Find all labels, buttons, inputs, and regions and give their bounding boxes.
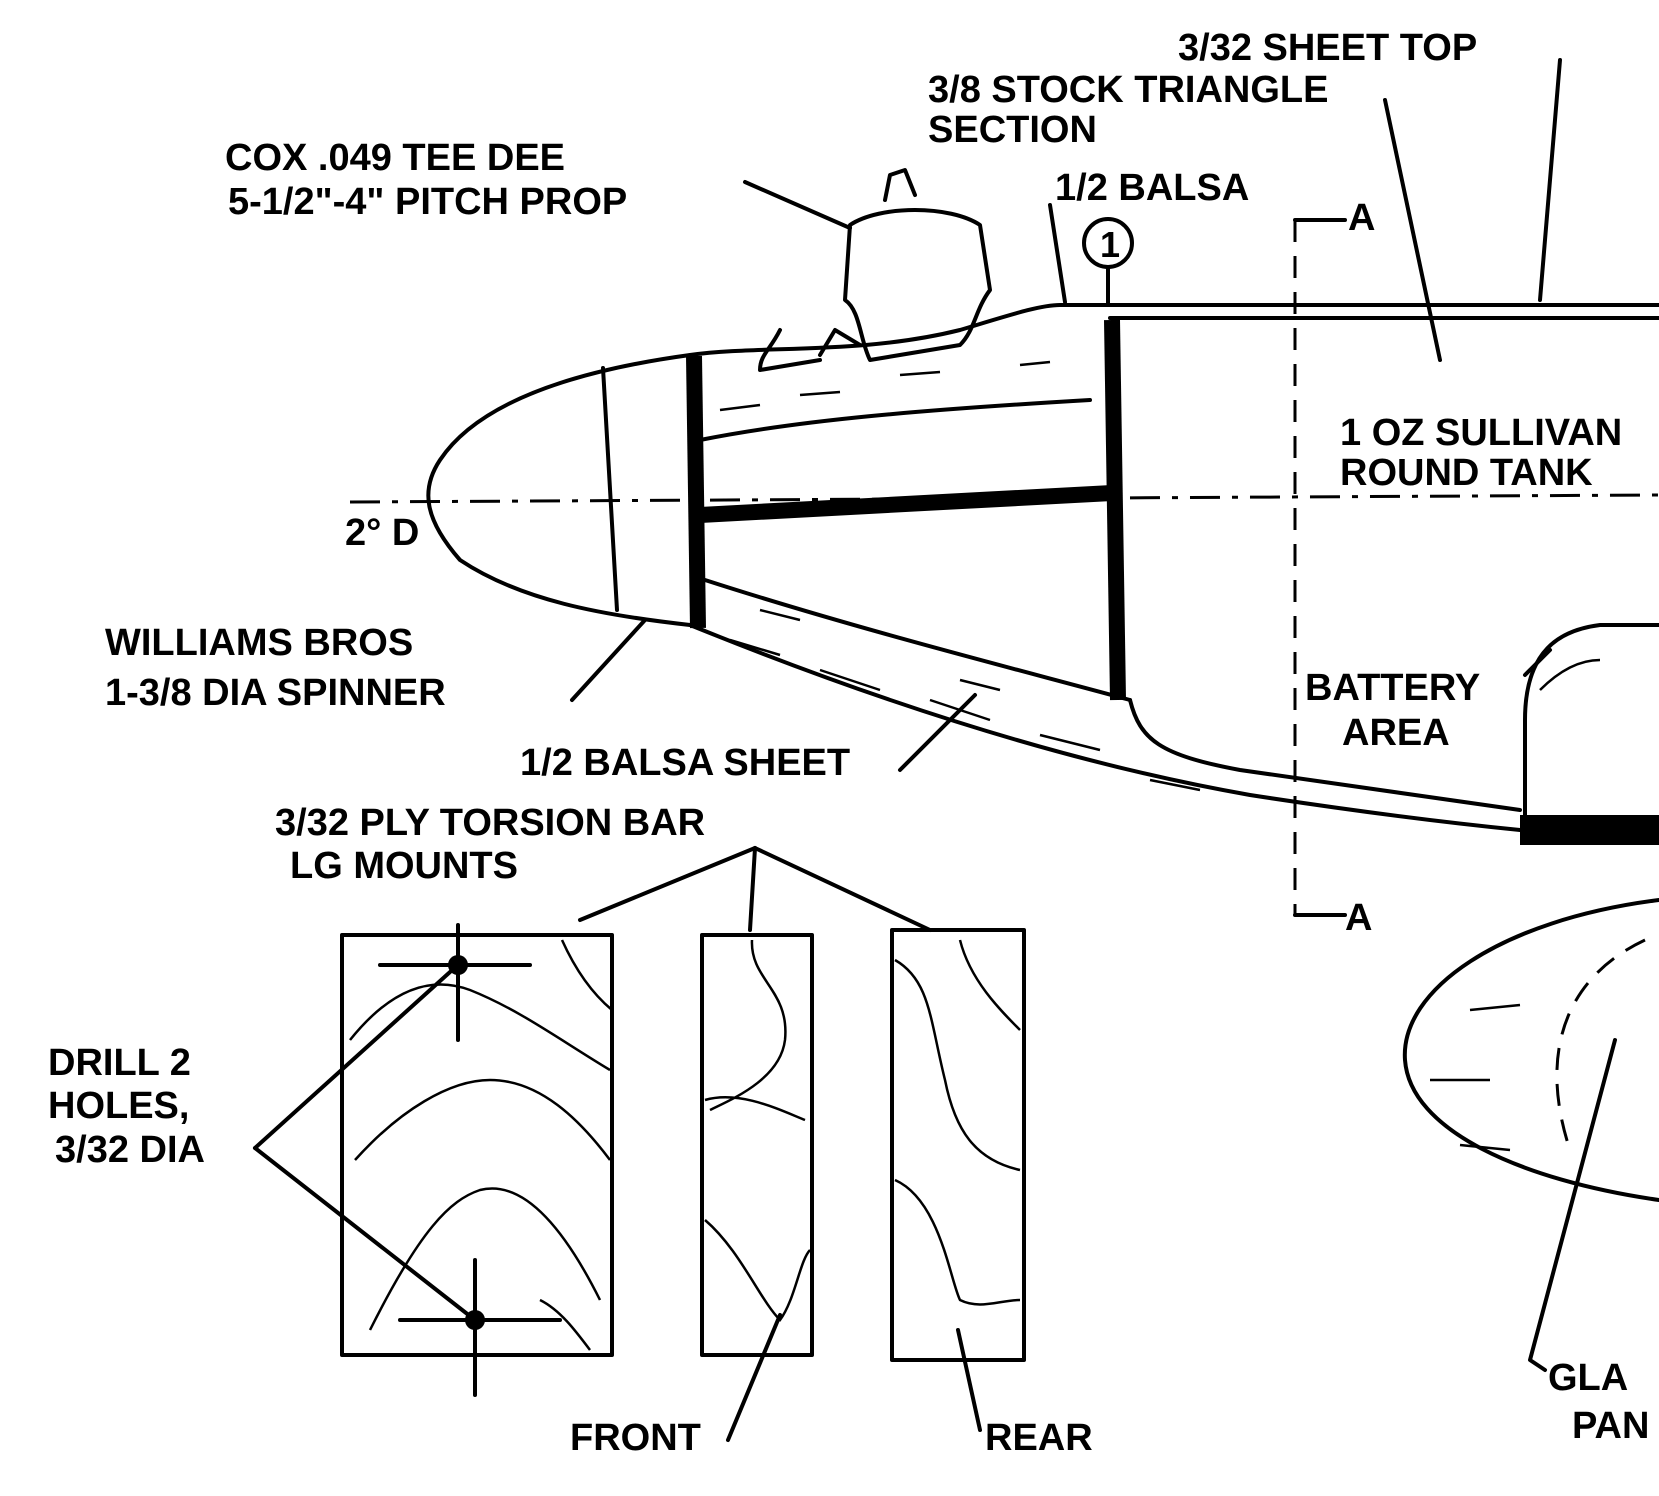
torsion-bar-rear bbox=[890, 928, 1026, 1362]
torsion-bar-main bbox=[340, 923, 614, 1397]
label-torsion-1: 3/32 PLY TORSION BAR bbox=[275, 802, 705, 844]
label-rear: REAR bbox=[985, 1417, 1093, 1459]
label-spinner-2: 1-3/8 DIA SPINNER bbox=[105, 672, 446, 714]
label-sheet-top: 3/32 SHEET TOP bbox=[1178, 27, 1477, 69]
label-glass-2: PAN bbox=[1572, 1405, 1649, 1447]
label-stock-triangle-2: SECTION bbox=[928, 109, 1097, 151]
torsion-bar-front bbox=[700, 933, 814, 1357]
label-half-balsa: 1/2 BALSA bbox=[1055, 167, 1249, 209]
label-drill-1: DRILL 2 bbox=[48, 1042, 191, 1084]
callout-labels: 3/32 SHEET TOP 3/8 STOCK TRIANGLE SECTIO… bbox=[48, 27, 1649, 1459]
label-battery-2: AREA bbox=[1342, 712, 1450, 754]
leader-lines bbox=[253, 58, 1617, 1442]
label-engine-2: 5-1/2"-4" PITCH PROP bbox=[228, 181, 627, 223]
label-engine-1: COX .049 TEE DEE bbox=[225, 137, 565, 179]
fuselage-outline bbox=[349, 218, 1659, 1202]
label-torsion-2: LG MOUNTS bbox=[290, 845, 518, 887]
label-glass-1: GLA bbox=[1548, 1357, 1628, 1399]
label-tank-1: 1 OZ SULLIVAN bbox=[1340, 412, 1622, 454]
former-number: 1 bbox=[1100, 224, 1120, 265]
label-drill-3: 3/32 DIA bbox=[55, 1129, 205, 1171]
engine-cylinder bbox=[758, 168, 992, 372]
label-drill-2: HOLES, bbox=[48, 1085, 189, 1127]
label-tank-2: ROUND TANK bbox=[1340, 452, 1593, 494]
label-battery-1: BATTERY bbox=[1305, 667, 1480, 709]
label-section-a-top: A bbox=[1348, 197, 1375, 239]
label-spinner-1: WILLIAMS BROS bbox=[105, 622, 413, 664]
label-section-a-bottom: A bbox=[1345, 897, 1372, 939]
label-stock-triangle-1: 3/8 STOCK TRIANGLE bbox=[928, 69, 1328, 111]
label-balsa-sheet: 1/2 BALSA SHEET bbox=[520, 742, 850, 784]
former-1-marker: 1 bbox=[1082, 217, 1134, 307]
label-downthrust: 2° D bbox=[345, 512, 419, 554]
label-front: FRONT bbox=[570, 1417, 701, 1459]
